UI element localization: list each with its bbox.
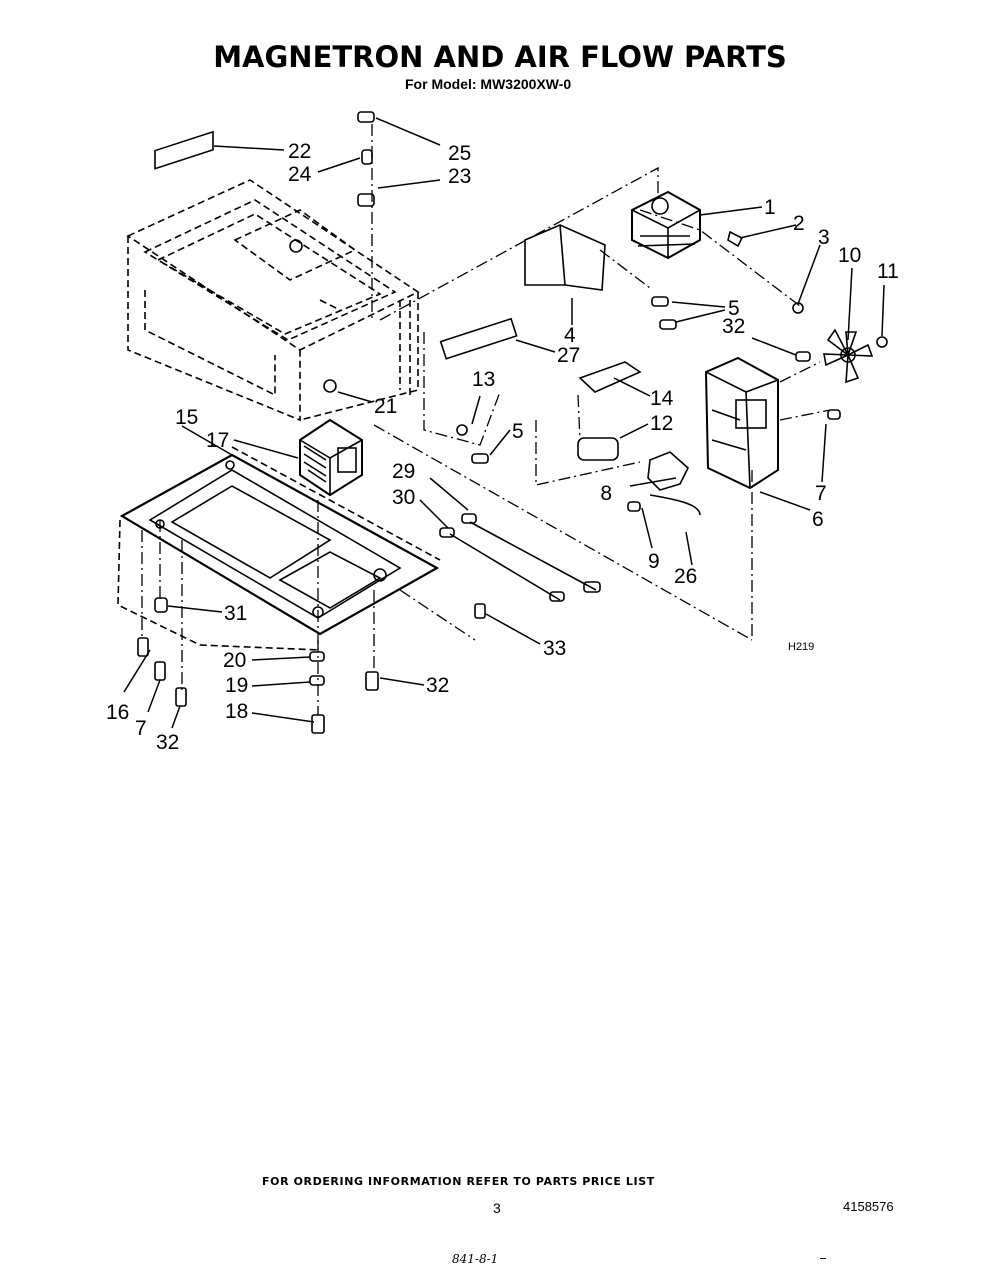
part-label: 5 <box>512 420 524 443</box>
air-guide-drawing <box>524 224 606 291</box>
part-label: 29 <box>392 460 415 483</box>
page-title: MAGNETRON AND AIR FLOW PARTS <box>213 40 787 74</box>
part-labels: 1 2 3 4 5 5 5 6 7 7 8 9 10 11 12 13 14 1… <box>106 140 899 754</box>
part-label: 25 <box>448 142 471 165</box>
part-label: 22 <box>288 140 311 163</box>
drawing-code: H219 <box>788 641 814 653</box>
thermal-cutout-22-drawing <box>154 130 214 170</box>
part-label: 5 <box>728 297 740 320</box>
part-label: 7 <box>815 482 827 505</box>
part-label: 1 <box>764 196 776 219</box>
cavity-hole-drawing <box>289 239 303 253</box>
capacitor-drawing <box>577 437 619 461</box>
bracket-drawing <box>578 361 642 393</box>
page-number: 3 <box>493 1200 501 1216</box>
transformer-drawing <box>299 418 363 497</box>
part-label: 32 <box>156 731 179 754</box>
part-label: 20 <box>223 649 246 672</box>
part-label: 8 <box>600 482 612 505</box>
part-label: 32 <box>722 315 745 338</box>
part-label: 21 <box>374 395 397 418</box>
thermal-cutout-27-drawing <box>439 317 518 360</box>
ordering-note: FOR ORDERING INFORMATION REFER TO PARTS … <box>262 1175 655 1188</box>
stray-mark <box>820 1258 826 1259</box>
part-label: 24 <box>288 163 312 186</box>
part-label: 17 <box>206 429 229 452</box>
assembly-lines <box>141 124 831 715</box>
part-label: 6 <box>812 508 824 531</box>
fan-blade-drawing <box>823 328 874 384</box>
part-label: 12 <box>650 412 673 435</box>
magnetron-drawing <box>631 190 701 260</box>
part-label: 2 <box>793 212 805 235</box>
part-label: 18 <box>225 700 248 723</box>
model-subtitle: For Model: MW3200XW-0 <box>405 76 572 92</box>
leader-lines <box>123 117 885 729</box>
part-label: 3 <box>818 226 830 249</box>
part-label: 26 <box>674 565 697 588</box>
part-label: 4 <box>564 324 576 347</box>
part-label: 13 <box>472 368 495 391</box>
hardware-drawings <box>137 111 888 734</box>
part-label: 11 <box>877 260 899 283</box>
wire-29-drawing <box>469 521 597 591</box>
handwritten-note: 841-8-1 <box>452 1252 499 1266</box>
part-label: 7 <box>135 717 147 740</box>
document-number: 4158576 <box>843 1199 894 1214</box>
fan-shroud-drawing <box>704 356 779 490</box>
part-label: 23 <box>448 165 471 188</box>
wire-30-drawing <box>449 533 561 601</box>
fan-motor-drawing <box>647 451 689 491</box>
oven-cavity-drawing <box>126 179 420 422</box>
part-label: 14 <box>650 387 674 410</box>
part-label: 16 <box>106 701 129 724</box>
part-label: 33 <box>543 637 566 660</box>
part-label: 9 <box>648 550 660 573</box>
part-label: 30 <box>392 486 415 509</box>
part-label: 15 <box>175 406 198 429</box>
part-label: 19 <box>225 674 248 697</box>
part-label: 10 <box>838 244 861 267</box>
part-label: 31 <box>224 602 247 625</box>
part-label: 32 <box>426 674 449 697</box>
wire-harness-drawing <box>649 494 701 516</box>
part-label: 27 <box>557 344 580 367</box>
